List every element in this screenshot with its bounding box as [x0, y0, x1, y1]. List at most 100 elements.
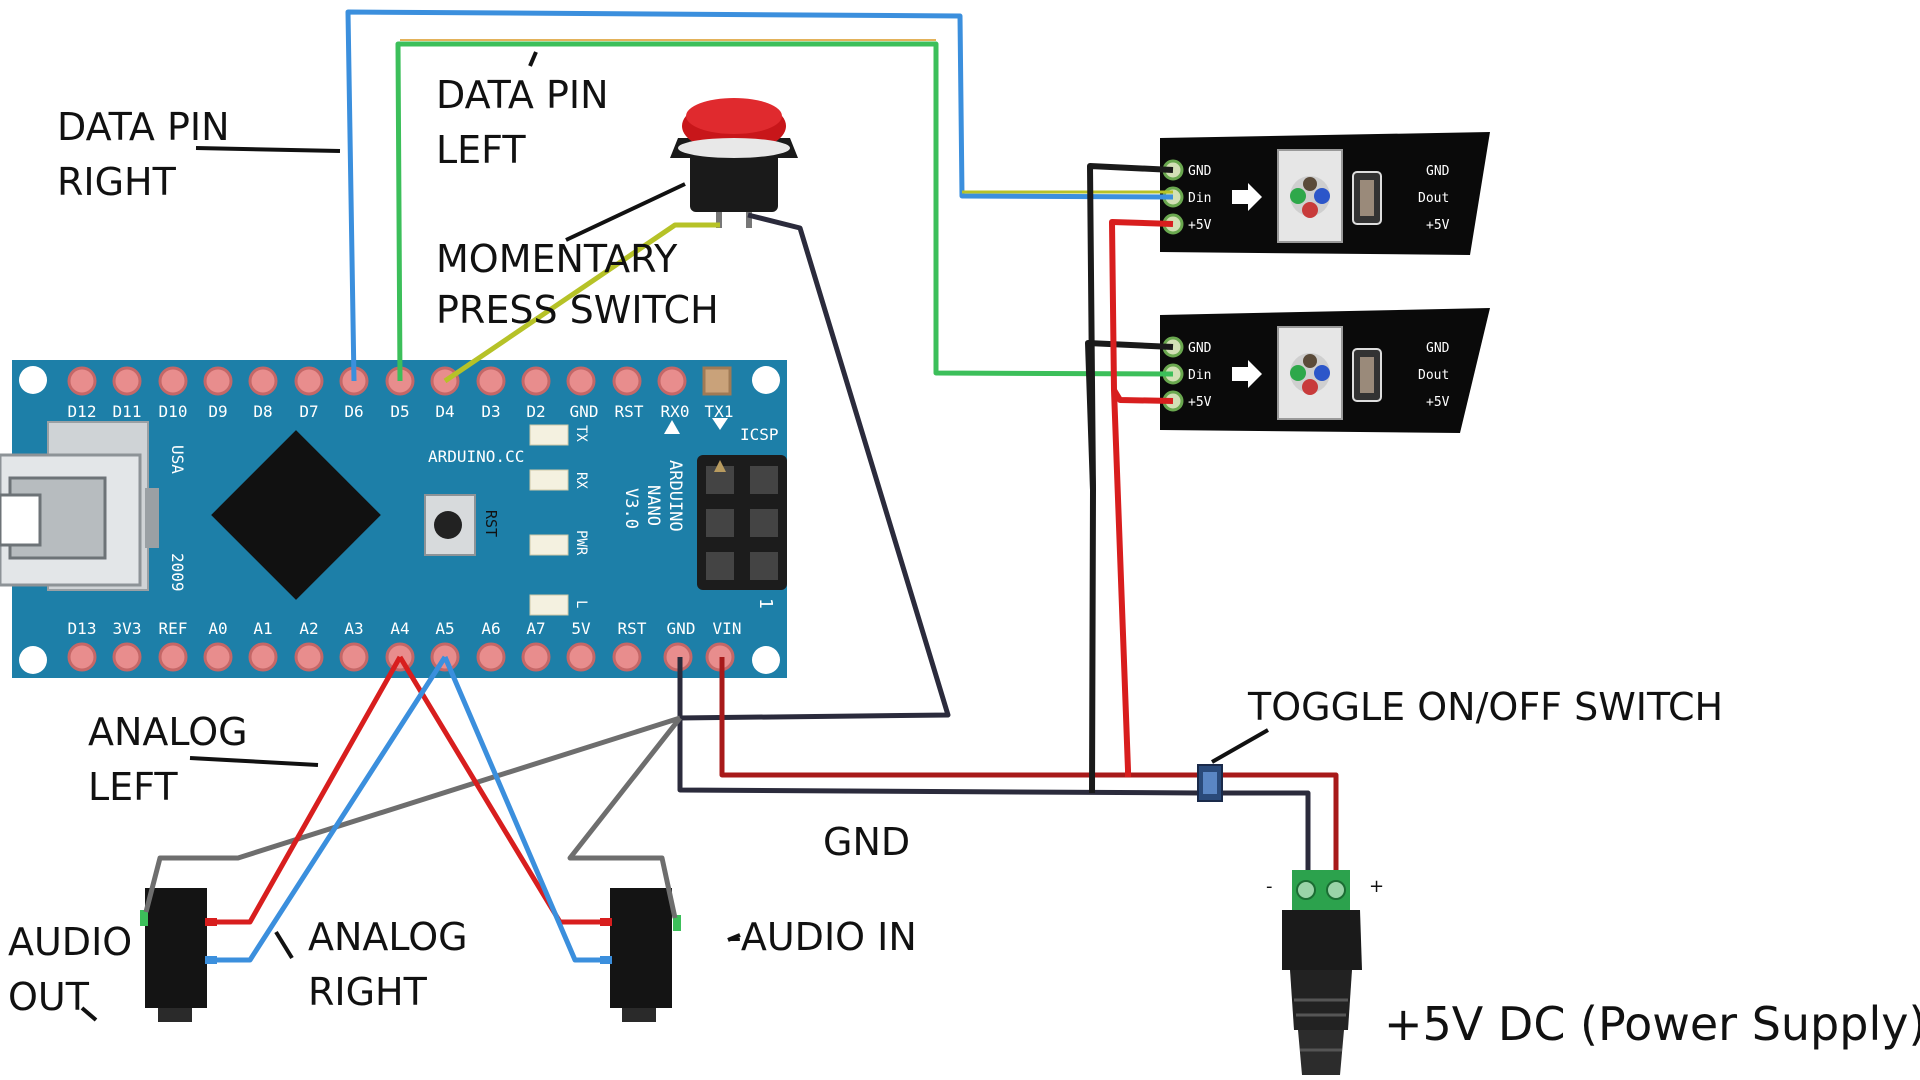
- wires: [143, 9, 1339, 963]
- top-strip-5v-label: +5V: [1188, 218, 1212, 233]
- pin-label-d12: D12: [68, 402, 97, 421]
- top-pin-labels: D12 D11 D10 D9 D8 D7 D6 D5 D4 D3 D2 GND …: [68, 402, 734, 421]
- wire-data-left: [395, 41, 1174, 382]
- usa-label: USA: [168, 445, 187, 474]
- led-rx-label: RX: [573, 472, 589, 489]
- arduino-nano-board: RST TX RX PWR L ICSP 1 ARDUINO.CC ARDUIN…: [0, 360, 787, 678]
- audio-in-jack: [600, 888, 681, 1022]
- wire-switch-signal: [443, 222, 720, 384]
- pin-label-a1: A1: [253, 619, 272, 638]
- wire-audio-in-ground: [567, 716, 682, 919]
- top-strip-gnd-out-label: GND: [1426, 164, 1450, 179]
- year-label: 2009: [168, 553, 187, 592]
- power-minus-label: -: [1266, 876, 1273, 897]
- pin-label-d4: D4: [435, 402, 454, 421]
- pin-label-d10: D10: [159, 402, 188, 421]
- led-tx-label: TX: [573, 425, 589, 442]
- model-line-2: NANO: [643, 485, 663, 526]
- pin-label-d8: D8: [253, 402, 272, 421]
- pin-label-gnd-top: GND: [570, 402, 599, 421]
- pin-label-d5: D5: [390, 402, 409, 421]
- icsp-label: ICSP: [740, 425, 779, 444]
- led-module-top: GND Din +5V GND Dout +5V: [1160, 132, 1490, 255]
- analog-left-label-2: LEFT: [88, 765, 178, 809]
- pin-label-rx0: RX0: [661, 402, 690, 421]
- pin-label-a3: A3: [344, 619, 363, 638]
- pin-label-gnd-bottom: GND: [667, 619, 696, 638]
- momentary-switch-label-2: PRESS SWITCH: [436, 288, 719, 332]
- analog-right-label-2: RIGHT: [308, 970, 428, 1014]
- model-line-1: ARDUINO: [665, 460, 685, 532]
- wire-analog-right-in: [442, 656, 600, 963]
- pin-label-a0: A0: [208, 619, 227, 638]
- icsp-header: [697, 455, 787, 590]
- pin-label-d9: D9: [208, 402, 227, 421]
- wire-gnd-bus: [677, 657, 1311, 870]
- arrow-right-icon: [1232, 360, 1262, 388]
- dc-power-jack: [1282, 870, 1362, 1075]
- board-leds: [529, 424, 569, 616]
- wire-strip-power-2: [1111, 388, 1174, 404]
- analog-right-label-1: ANALOG: [308, 915, 468, 959]
- toggle-switch: [1197, 764, 1223, 802]
- pin-label-d11: D11: [113, 402, 142, 421]
- icsp-pin1-label: 1: [755, 598, 776, 609]
- led-pwr-label: PWR: [573, 530, 589, 556]
- data-pin-left-label-2: LEFT: [436, 128, 526, 172]
- toggle-switch-label: TOGGLE ON/OFF SWITCH: [1247, 685, 1723, 729]
- analog-left-label-1: ANALOG: [88, 710, 248, 754]
- wire-analog-right-out: [210, 655, 448, 963]
- pin-label-5v: 5V: [571, 619, 591, 638]
- audio-out-label-1: AUDIO: [8, 920, 132, 964]
- pin-label-rst-bottom: RST: [618, 619, 647, 638]
- audio-out-jack: [140, 888, 217, 1022]
- bottom-strip-gnd-out-label: GND: [1426, 341, 1450, 356]
- pin-label-d13: D13: [68, 619, 97, 638]
- pin-label-d7: D7: [299, 402, 318, 421]
- top-strip-5v-out-label: +5V: [1426, 218, 1450, 233]
- gnd-label: GND: [823, 820, 910, 864]
- usb-connector: [0, 421, 159, 591]
- arduino-brand-label: ARDUINO.CC: [428, 447, 524, 466]
- bottom-strip-gnd-label: GND: [1188, 341, 1212, 356]
- bottom-strip-din-label: Din: [1188, 368, 1211, 383]
- pin-label-ref: REF: [159, 619, 188, 638]
- wire-analog-left-out: [210, 655, 403, 925]
- model-line-3: V3.0: [621, 488, 641, 529]
- pin-label-a7: A7: [526, 619, 545, 638]
- pin-label-rst-top: RST: [615, 402, 644, 421]
- callout-labels: DATA PIN RIGHT DATA PIN LEFT MOMENTARY P…: [8, 73, 1723, 1019]
- wire-data-right: [345, 9, 1174, 382]
- top-strip-dout-label: Dout: [1418, 191, 1449, 206]
- led-module-bottom: GND Din +5V GND Dout +5V: [1160, 308, 1490, 433]
- reset-button: [424, 494, 476, 556]
- pin-label-vin: VIN: [713, 619, 742, 638]
- wire-vin: [719, 657, 1339, 870]
- bottom-strip-5v-out-label: +5V: [1426, 395, 1450, 410]
- data-pin-right-label-2: RIGHT: [57, 160, 177, 204]
- bottom-strip-5v-label: +5V: [1188, 395, 1212, 410]
- pin-label-a2: A2: [299, 619, 318, 638]
- pin-label-d2: D2: [526, 402, 545, 421]
- power-supply-label: +5V DC (Power Supply): [1384, 997, 1920, 1051]
- bottom-pin-labels: D13 3V3 REF A0 A1 A2 A3 A4 A5 A6 A7 5V R…: [68, 619, 742, 638]
- leader-lines: [80, 51, 1269, 1022]
- momentary-switch-label-1: MOMENTARY: [436, 237, 678, 281]
- pin-label-d6: D6: [344, 402, 363, 421]
- rst-button-label: RST: [482, 510, 500, 537]
- bottom-strip-dout-label: Dout: [1418, 368, 1449, 383]
- top-strip-gnd-label: GND: [1188, 164, 1212, 179]
- data-pin-left-label-1: DATA PIN: [436, 73, 609, 117]
- momentary-push-button: [670, 98, 798, 228]
- wire-strip-ground: [1087, 163, 1174, 794]
- wire-strip-ground-2: [1085, 340, 1174, 491]
- power-plus-label: +: [1369, 876, 1384, 897]
- arrow-right-icon: [1232, 183, 1262, 211]
- wire-switch-ground: [677, 212, 951, 721]
- wire-strip-power: [1109, 219, 1174, 777]
- wire-audio-out-ground: [143, 715, 681, 913]
- pin-label-3v3: 3V3: [113, 619, 142, 638]
- pin-label-a4: A4: [390, 619, 409, 638]
- pin-label-tx1: TX1: [705, 402, 734, 421]
